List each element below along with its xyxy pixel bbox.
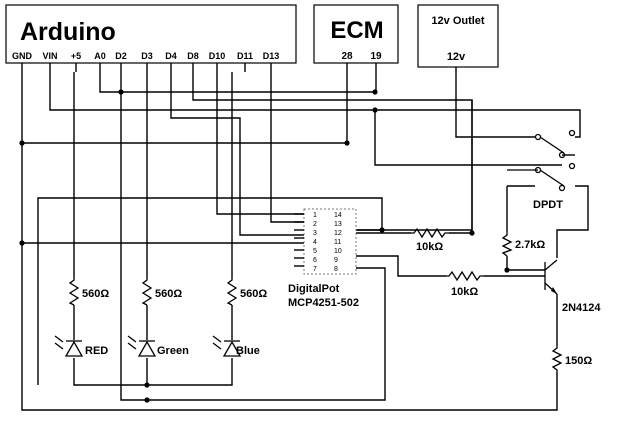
led-red: RED xyxy=(54,335,108,357)
resistor-red: 560Ω xyxy=(68,278,109,306)
resistor-10k-b: 10kΩ xyxy=(446,270,484,298)
arduino-board: Arduino GND VIN +5 A0 D2 D3 D4 D8 D10 D1… xyxy=(5,4,297,64)
led-red-label: RED xyxy=(85,345,108,357)
led-green: Green xyxy=(127,335,189,357)
chip-pin-5: 5 xyxy=(313,248,317,255)
chip-pin-3: 3 xyxy=(313,230,317,237)
pin-d11: D11 xyxy=(237,51,253,61)
junction-dot xyxy=(344,140,350,146)
pin-d10: D10 xyxy=(209,51,226,61)
chip-name: DigitalPot xyxy=(288,283,340,295)
resistor-blue-label: 560Ω xyxy=(240,288,267,300)
junction-dot xyxy=(372,107,378,113)
led-blue-label: Blue xyxy=(236,345,260,357)
chip-pin-10: 10 xyxy=(334,248,342,255)
led-green-label: Green xyxy=(157,345,189,357)
junction-dot xyxy=(379,227,385,233)
pin-vin: VIN xyxy=(42,51,57,61)
outlet-title: 12v Outlet xyxy=(431,15,485,27)
pin-gnd: GND xyxy=(12,51,33,61)
pin-5v: +5 xyxy=(71,51,81,61)
arduino-title: Arduino xyxy=(20,18,116,46)
led-blue: Blue xyxy=(212,335,260,357)
ecm-block: ECM 28 19 xyxy=(313,4,399,64)
junction-dot xyxy=(504,267,510,273)
resistor-blue: 560Ω xyxy=(226,278,267,306)
chip-pin-2: 2 xyxy=(313,221,317,228)
ecm-pin-19: 19 xyxy=(370,51,382,62)
outlet-block: 12v Outlet 12v xyxy=(417,4,499,68)
ecm-pin-28: 28 xyxy=(341,51,353,62)
pin-a0: A0 xyxy=(94,51,106,61)
resistor-green-label: 560Ω xyxy=(155,288,182,300)
resistor-10k-b-label: 10kΩ xyxy=(451,286,478,298)
resistor-2k7-label: 2.7kΩ xyxy=(515,239,545,251)
chip-pin-6: 6 xyxy=(313,257,317,264)
dpdt-label: DPDT xyxy=(533,199,563,211)
junction-dot xyxy=(19,140,25,146)
resistor-10k-a-label: 10kΩ xyxy=(416,241,443,253)
transistor-label: 2N4124 xyxy=(562,302,601,314)
transistor-2n4124: 2N4124 xyxy=(544,259,601,314)
dpdt-switch[interactable]: DPDT xyxy=(507,129,576,212)
outlet-pin-12v: 12v xyxy=(447,51,466,63)
chip-pin-9: 9 xyxy=(334,257,338,264)
pin-d2: D2 xyxy=(115,51,127,61)
resistor-150: 150Ω xyxy=(551,345,592,372)
pin-d4: D4 xyxy=(165,51,177,61)
resistor-2k7: 2.7kΩ xyxy=(501,232,545,257)
resistor-green: 560Ω xyxy=(141,278,182,306)
junction-dot xyxy=(19,240,25,246)
digitalpot-chip: 1 2 3 4 5 6 7 14 13 12 11 10 9 8 Digital… xyxy=(288,208,359,309)
resistor-10k-a: 10kΩ xyxy=(411,227,449,253)
chip-pin-13: 13 xyxy=(334,221,342,228)
resistor-150-label: 150Ω xyxy=(565,355,592,367)
pin-d3: D3 xyxy=(141,51,153,61)
chip-pin-12: 12 xyxy=(334,230,342,237)
chip-pin-7: 7 xyxy=(313,266,317,273)
chip-pin-14: 14 xyxy=(334,212,342,219)
ecm-title: ECM xyxy=(330,17,383,44)
pin-d8: D8 xyxy=(187,51,199,61)
junction-dot xyxy=(144,382,150,388)
junctions xyxy=(19,89,510,403)
chip-pin-4: 4 xyxy=(313,239,317,246)
junction-dot xyxy=(118,89,124,95)
wires xyxy=(21,63,589,411)
chip-part: MCP4251-502 xyxy=(288,297,359,309)
chip-pin-8: 8 xyxy=(334,266,338,273)
junction-dot xyxy=(372,89,378,95)
chip-pin-11: 11 xyxy=(334,239,341,246)
junction-dot xyxy=(144,397,150,403)
resistor-red-label: 560Ω xyxy=(82,288,109,300)
junction-dot xyxy=(469,230,475,236)
chip-pin-1: 1 xyxy=(313,212,317,219)
pin-d13: D13 xyxy=(263,51,280,61)
